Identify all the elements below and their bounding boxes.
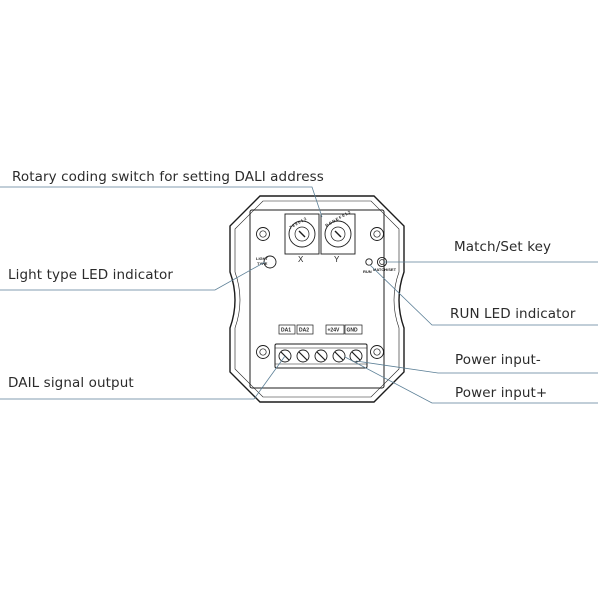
callout-rotary-switch: Rotary coding switch for setting DALI ad…	[12, 169, 324, 185]
terminal-labels: DA1 DA2 +24V GND	[278, 324, 363, 335]
mounting-screw-tl	[256, 227, 270, 241]
terminal-screw-mid[interactable]	[314, 349, 328, 363]
leader-light-type	[0, 261, 266, 291]
match-set-label: MATCH/SET	[373, 267, 397, 272]
callout-dali-output: DAIL signal output	[8, 375, 134, 391]
mounting-screw-tr	[370, 227, 384, 241]
terminal-da2: DA2	[299, 328, 309, 334]
leader-power-plus	[344, 356, 598, 404]
light-type-led: LIGHT TYPE	[256, 255, 277, 269]
leader-rotary-switch	[0, 186, 323, 218]
rotary-switch-x[interactable]: 7 8 9 0 1 2 X	[284, 213, 320, 264]
run-led: RUN	[363, 258, 373, 274]
x-label: X	[298, 255, 304, 264]
terminal-screw-24v[interactable]	[332, 349, 346, 363]
terminal-da1: DA1	[281, 328, 291, 334]
leader-power-minus	[355, 360, 598, 374]
terminal-screw-gnd[interactable]	[349, 349, 363, 363]
terminal-24v: +24V	[328, 328, 340, 334]
terminal-gnd: GND	[347, 328, 359, 334]
mounting-screw-br	[370, 345, 384, 359]
callout-run-led: RUN LED indicator	[450, 306, 576, 322]
match-set-key[interactable]: MATCH/SET	[373, 256, 397, 272]
callout-power-plus: Power input+	[455, 385, 547, 401]
y-label: Y	[334, 255, 340, 264]
run-label: RUN	[363, 269, 372, 274]
leader-dali-output	[0, 355, 286, 400]
device-housing	[229, 195, 405, 403]
callout-power-minus: Power input-	[455, 352, 541, 368]
light-label-1: LIGHT	[256, 256, 269, 261]
terminal-block	[274, 343, 368, 369]
callout-match-set: Match/Set key	[454, 239, 551, 255]
rotary-switch-y[interactable]: B C D E F 0 1 2 Y	[320, 209, 356, 264]
terminal-screw-da2[interactable]	[296, 349, 310, 363]
callout-light-type: Light type LED indicator	[8, 267, 173, 283]
mounting-screw-bl	[256, 345, 270, 359]
leader-run-led	[369, 264, 598, 326]
